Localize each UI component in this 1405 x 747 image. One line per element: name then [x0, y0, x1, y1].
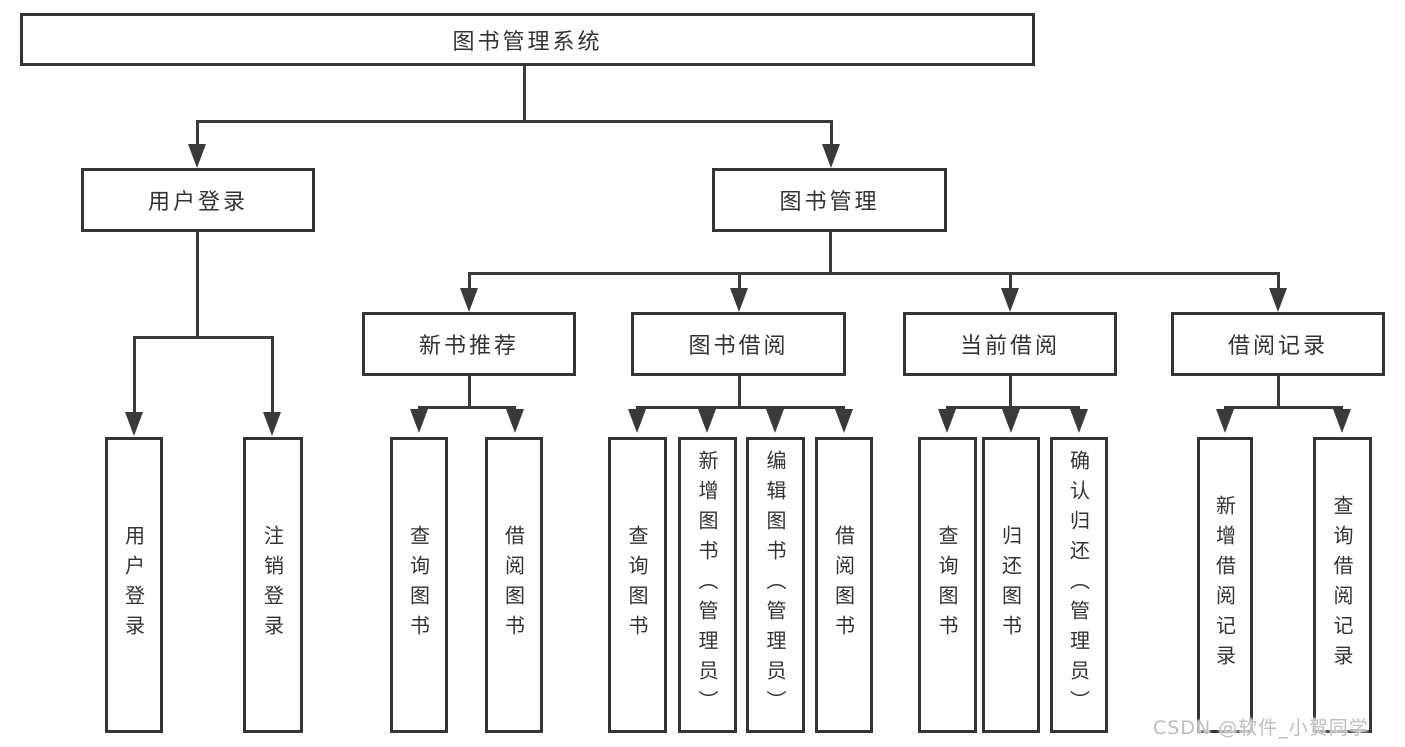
node-borrow-book-1-label: 借阅图书 [501, 525, 526, 645]
connector-line-v [133, 336, 136, 413]
connector-line-h [468, 272, 1279, 275]
connector-arrowhead [938, 409, 956, 433]
connector-arrowhead [1070, 409, 1088, 433]
node-query-book-3: 查询图书 [918, 437, 977, 733]
connector-line-h [133, 336, 274, 339]
node-book-management: 图书管理 [712, 168, 947, 232]
connector-line-h [636, 406, 845, 409]
connector-arrowhead [263, 412, 281, 436]
connector-line-v [1277, 376, 1280, 409]
connector-line-v [468, 272, 471, 289]
connector-line-v [738, 376, 741, 409]
node-logout-label: 注销登录 [260, 525, 285, 645]
node-borrow-book-1: 借阅图书 [485, 437, 543, 733]
node-root: 图书管理系统 [20, 13, 1035, 66]
node-new-book-recommend-label: 新书推荐 [418, 334, 519, 359]
node-add-book-admin-label: 新增图书（管理员） [695, 450, 719, 720]
node-return-book-label: 归还图书 [998, 525, 1023, 645]
node-confirm-return-admin: 确认归还（管理员） [1050, 437, 1108, 733]
connector-line-h [1224, 406, 1343, 409]
connector-arrowhead [410, 409, 428, 433]
connector-line-h [946, 406, 1080, 409]
node-query-book-3-label: 查询图书 [935, 525, 959, 645]
connector-line-v [830, 120, 833, 146]
node-return-book: 归还图书 [982, 437, 1040, 733]
connector-line-v [1009, 376, 1012, 409]
connector-line-h [418, 406, 516, 409]
connector-line-v [271, 336, 274, 413]
connector-line-v [523, 64, 526, 122]
csdn-watermark: CSDN @软件_小贺同学 [1153, 717, 1369, 739]
connector-arrowhead [628, 409, 646, 433]
node-new-book-recommend: 新书推荐 [362, 312, 576, 376]
connector-line-h [196, 120, 833, 123]
node-logout: 注销登录 [243, 437, 303, 733]
node-query-book-2-label: 查询图书 [625, 525, 649, 645]
node-query-book-1-label: 查询图书 [406, 525, 431, 645]
connector-line-v [196, 120, 199, 146]
connector-line-v [829, 232, 832, 275]
node-user-login-label: 用户登录 [147, 190, 248, 215]
node-query-borrow-record-label: 查询借阅记录 [1330, 495, 1354, 675]
connector-arrowhead [460, 288, 478, 312]
node-user-login: 用户登录 [81, 168, 315, 232]
node-book-management-label: 图书管理 [779, 190, 880, 215]
connector-arrowhead [1002, 409, 1020, 433]
node-user-login-action-label: 用户登录 [121, 525, 146, 645]
node-borrow-records: 借阅记录 [1171, 312, 1385, 376]
node-borrow-book-2: 借阅图书 [815, 437, 873, 733]
connector-arrowhead [1001, 288, 1019, 312]
connector-line-v [738, 272, 741, 289]
connector-arrowhead [766, 409, 784, 433]
node-edit-book-admin: 编辑图书（管理员） [746, 437, 805, 733]
connector-arrowhead [125, 412, 143, 436]
connector-arrowhead [1216, 409, 1234, 433]
connector-line-v [196, 232, 199, 339]
node-borrow-records-label: 借阅记录 [1227, 334, 1328, 359]
connector-arrowhead [1269, 288, 1287, 312]
node-edit-book-admin-label: 编辑图书（管理员） [763, 450, 787, 720]
node-current-borrow-label: 当前借阅 [959, 334, 1060, 359]
connector-arrowhead [1333, 409, 1351, 433]
node-add-borrow-record-label: 新增借阅记录 [1212, 495, 1237, 675]
connector-line-v [468, 376, 471, 409]
node-current-borrow: 当前借阅 [903, 312, 1117, 376]
connector-line-v [1277, 272, 1280, 289]
node-query-book-2: 查询图书 [608, 437, 667, 733]
node-add-book-admin: 新增图书（管理员） [678, 437, 737, 733]
node-book-borrow: 图书借阅 [631, 312, 846, 376]
connector-arrowhead [188, 144, 206, 168]
connector-arrowhead [835, 409, 853, 433]
node-add-borrow-record: 新增借阅记录 [1197, 437, 1253, 733]
connector-line-v [1009, 272, 1012, 289]
connector-arrowhead [506, 409, 524, 433]
node-root-label: 图书管理系统 [452, 29, 603, 55]
connector-arrowhead [822, 144, 840, 168]
node-user-login-action: 用户登录 [105, 437, 163, 733]
node-confirm-return-admin-label: 确认归还（管理员） [1066, 450, 1091, 720]
node-borrow-book-2-label: 借阅图书 [831, 525, 856, 645]
node-query-book-1: 查询图书 [390, 437, 448, 733]
connector-arrowhead [698, 409, 716, 433]
connector-arrowhead [730, 288, 748, 312]
node-query-borrow-record: 查询借阅记录 [1313, 437, 1372, 733]
node-book-borrow-label: 图书借阅 [688, 334, 789, 359]
